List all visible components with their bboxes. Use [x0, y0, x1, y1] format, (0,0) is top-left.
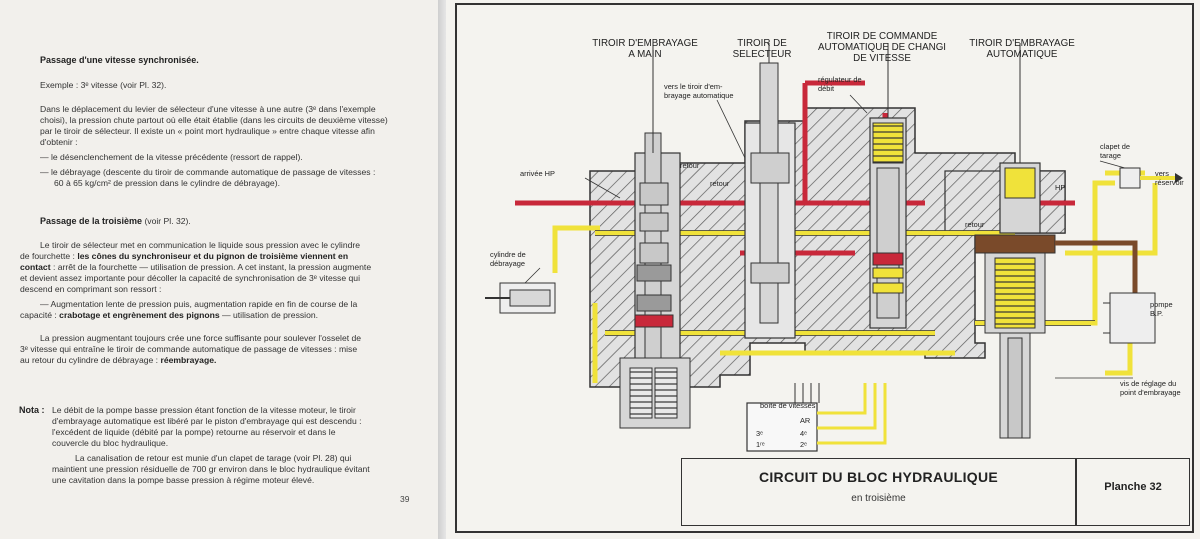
section1-heading: Passage d'une vitesse synchronisée.	[40, 55, 199, 65]
section1-para-line: choisi), la pression chute partout où el…	[40, 115, 388, 125]
section2-para2-line: au retour du cylindre de débrayage : rée…	[20, 355, 216, 366]
label-return: retour	[680, 161, 700, 170]
label-auto-clutch-valve: TIROIR D'EMBRAYAGE AUTOMATIQUE	[969, 38, 1075, 60]
label-auto-gear-valve: TIROIR DE COMMANDE AUTOMATIQUE DE CHANGI…	[817, 31, 947, 64]
hydraulic-circuit-diagram	[485, 43, 1183, 452]
label-gear-3: 3ᵉ	[756, 429, 763, 438]
note2-line: maintient une pression résiduelle de 700…	[52, 464, 370, 474]
section2-ref: (voir Pl. 32).	[142, 216, 191, 226]
section2-para2-line: 3ᵉ vitesse qui entraîne le tiroir de com…	[20, 344, 358, 354]
note2-line: une cavitation dans la pompe basse press…	[52, 475, 315, 485]
label-clutch-cylinder: cylindre de débrayage	[490, 250, 526, 268]
section2-text: : arrêt de la fourchette — utilisation d…	[50, 262, 372, 272]
section2-para-line: contact : arrêt de la fourchette — utili…	[20, 262, 371, 273]
section2-text: capacité :	[20, 310, 60, 320]
section2-heading: Passage de la troisième	[40, 216, 143, 226]
section2-emphasis: contact	[20, 262, 51, 272]
label-hp: HP	[1055, 183, 1066, 192]
auto-clutch-valve	[974, 43, 1138, 439]
selector-valve	[744, 43, 796, 339]
bullet-desenclenchement: — le désenclenchement de la vitesse préc…	[40, 152, 303, 162]
section2-bullet-line: — Augmentation lente de pression puis, a…	[40, 299, 358, 309]
section2-emphasis: crabotage et engrènement des pignons	[59, 310, 220, 320]
label-gear-1: 1ʳᵉ	[756, 440, 765, 449]
label-flow-regulator: régulateur de débit	[818, 75, 862, 93]
section2-emphasis: réembrayage.	[160, 355, 217, 365]
label-gear-4: 4ᵉ	[800, 429, 807, 438]
section2-heading-line: Passage de la troisième (voir Pl. 32).	[40, 216, 191, 227]
section1-para-line: d'obtenir :	[40, 137, 78, 147]
bullet-debrayage-line: 60 à 65 kg/cm² de pression dans le cylin…	[54, 178, 280, 188]
hand-clutch-valve	[619, 43, 691, 429]
note2-line: La canalisation de retour est munie d'un…	[75, 453, 352, 463]
section2-text: — utilisation de pression.	[219, 310, 319, 320]
label-pump-bp: pompe B.P.	[1150, 300, 1173, 318]
pump-bp	[1103, 292, 1156, 344]
book-gutter	[438, 0, 446, 539]
calibration-valve	[1119, 167, 1183, 189]
left-page	[0, 0, 438, 539]
plate-title: CIRCUIT DU BLOC HYDRAULIQUE	[758, 469, 999, 485]
section2-bullet-line: capacité : crabotage et engrènement des …	[20, 310, 318, 321]
section2-para-line: de fourchette : les cônes du synchronise…	[20, 251, 348, 262]
section2-para2-line: La pression augmentant toujours crée une…	[40, 333, 362, 343]
label-gearbox: boîte de vitesses	[760, 401, 816, 410]
auto-gear-valve	[869, 43, 907, 329]
section2-text: au retour du cylindre de débrayage :	[20, 355, 161, 365]
plate-subtitle: en troisième	[851, 493, 906, 504]
label-hand-clutch-valve: TIROIR D'EMBRAYAGE A MAIN	[592, 38, 698, 60]
note-line: Le débit de la pompe basse pression étan…	[52, 405, 356, 415]
page-number: 39	[400, 494, 410, 504]
title-box: CIRCUIT DU BLOC HYDRAULIQUE en troisième	[681, 458, 1076, 526]
section2-para-line: et devient assez importante pour décolle…	[20, 273, 360, 283]
label-return: retour	[710, 179, 730, 188]
planche-number: Planche 32	[1104, 481, 1162, 493]
gearbox-box	[746, 383, 887, 452]
note-line: couvercle du bloc hydraulique.	[52, 438, 169, 448]
label-to-reservoir: vers réservoir	[1155, 169, 1184, 187]
section1-example: Exemple : 3ᵉ vitesse (voir Pl. 32).	[40, 80, 167, 90]
section2-para-line: descend en comprimant son ressort :	[20, 284, 162, 294]
section1-para-line: Dans le déplacement du levier de sélecte…	[40, 104, 376, 114]
section1-para-line: par le tiroir de sélecteur. Il existe un…	[40, 126, 375, 136]
section2-text: de fourchette :	[20, 251, 78, 261]
bullet-debrayage-line: — le débrayage (descente du tiroir de co…	[40, 167, 376, 177]
label-selector-valve: TIROIR DE SELECTEUR	[732, 38, 792, 60]
planche-box: Planche 32	[1076, 458, 1190, 526]
leader-lines	[524, 94, 1133, 379]
note-line: l'excédent de liquide (débité par la pom…	[52, 427, 336, 437]
section2-emphasis: les cônes du synchroniseur et du pignon …	[77, 251, 349, 261]
label-calibration-valve: clapet de tarage	[1100, 142, 1130, 160]
label-adjust-screw: vis de réglage du point d'embrayage	[1120, 379, 1181, 397]
label-hp-inlet: arrivée HP	[520, 169, 555, 178]
label-return: retour	[965, 220, 985, 229]
note-label: Nota :	[19, 405, 45, 415]
clutch-cylinder	[485, 282, 556, 314]
label-gear-2: 2ᵉ	[800, 440, 807, 449]
label-to-auto-clutch: vers le tiroir d'em-brayage automatique	[664, 82, 734, 100]
section2-para-line: Le tiroir de sélecteur met en communicat…	[40, 240, 361, 250]
note-line: d'embrayage automatique est libéré par l…	[52, 416, 362, 426]
plate-frame	[455, 3, 1194, 533]
label-gear-reverse: AR	[800, 416, 811, 425]
